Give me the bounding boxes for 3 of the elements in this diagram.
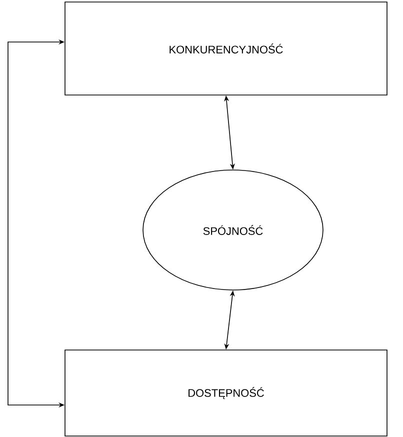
process-box: KONKURENCYJNOŚĆ [64,2,388,96]
process-box: DOSTĘPNOŚĆ [64,350,388,436]
ellipse-node: SPÓJNOŚĆ [142,170,324,290]
